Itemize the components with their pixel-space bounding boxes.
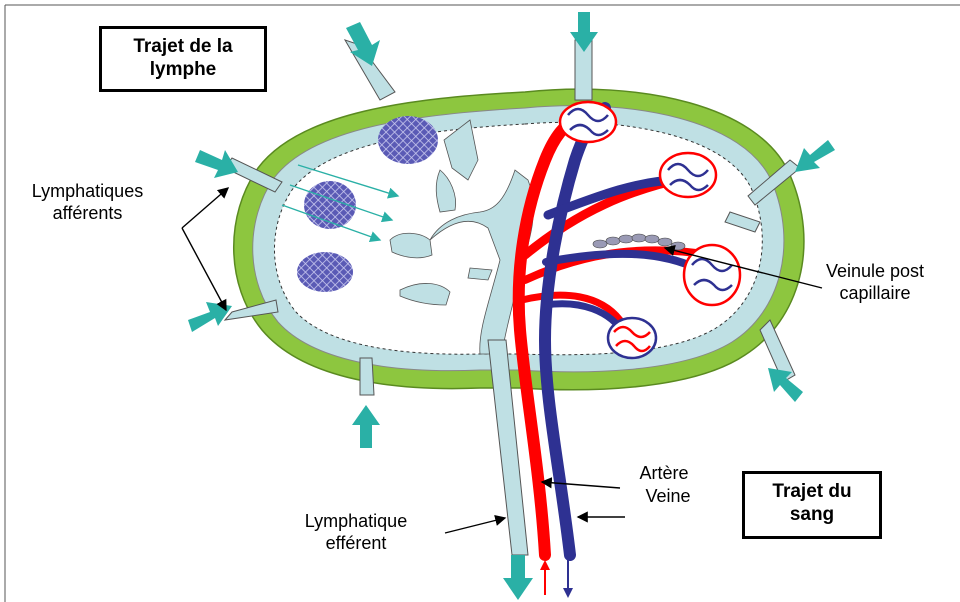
lymph-path-title-line-2: lymphe [102,58,264,81]
artery-label: Artère [624,462,704,484]
vein-label: Veine [628,485,708,507]
efferent-label-line-2: efférent [276,532,436,554]
venule-label-line-2: capillaire [805,282,945,304]
follicle-1 [378,116,438,164]
efferent-label-line-1: Lymphatique [276,510,436,532]
afferent-label: Lymphatiques afférents [10,180,165,224]
venule-label: Veinule post capillaire [805,260,945,304]
blood-flow-arrows [540,560,573,598]
follicle-3 [297,252,353,292]
blood-path-title: Trajet du sang [742,471,882,539]
blood-path-title-line-1: Trajet du [745,480,879,503]
blood-path-title-line-2: sang [745,503,879,526]
afferent-label-line-2: afférents [10,202,165,224]
lymph-path-title-line-1: Trajet de la [102,35,264,58]
efferent-label: Lymphatique efférent [276,510,436,554]
venule-label-line-1: Veinule post [805,260,945,282]
lymph-path-title: Trajet de la lymphe [99,26,267,92]
afferent-label-line-1: Lymphatiques [10,180,165,202]
